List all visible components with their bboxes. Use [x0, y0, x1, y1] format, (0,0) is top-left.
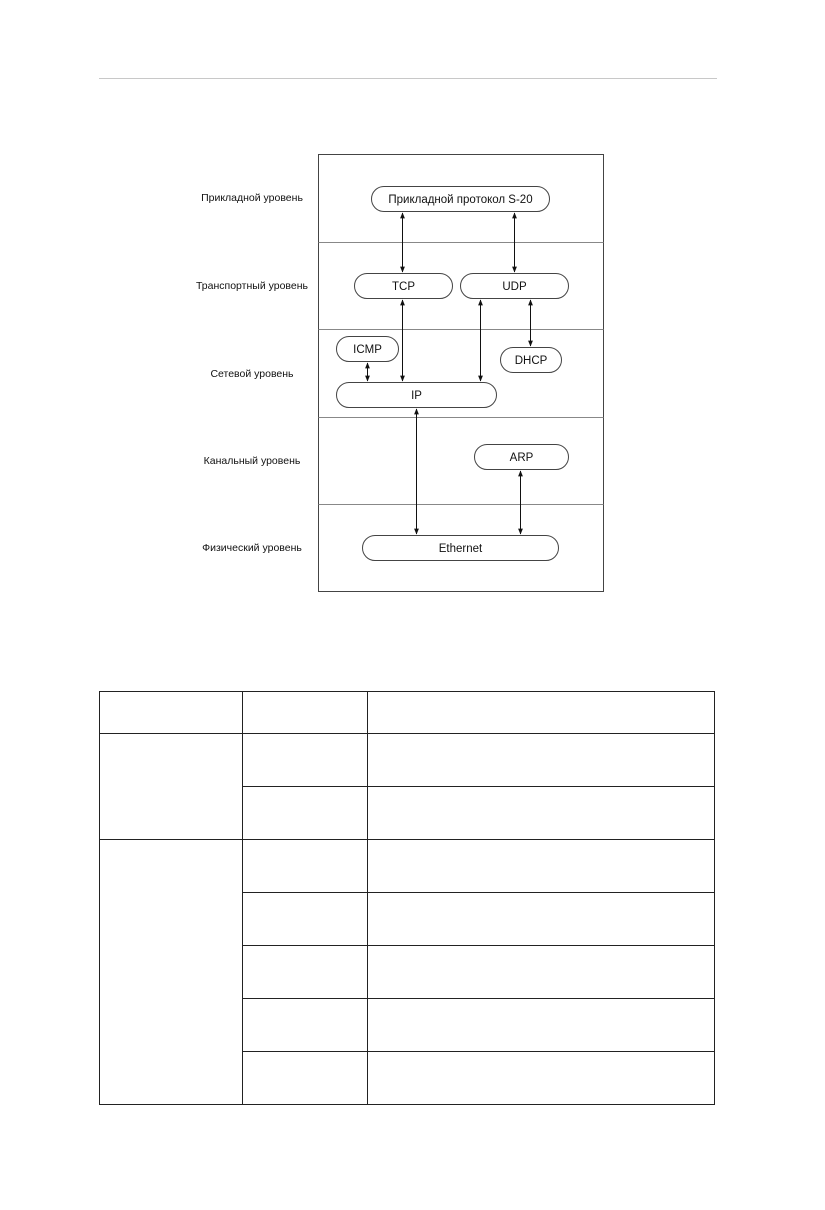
node-tcp: TCP	[354, 273, 453, 299]
node-arp: ARP	[474, 444, 569, 470]
layer-label-application: Прикладной уровень	[201, 192, 303, 204]
node-ip-label: IP	[411, 390, 422, 402]
table-cell	[367, 1051, 715, 1105]
table-group-cell	[99, 733, 243, 840]
table-row	[99, 839, 715, 1105]
table-cell	[367, 998, 715, 1052]
layer-label-link: Канальный уровень	[203, 455, 301, 467]
table-group-cell	[99, 839, 243, 1105]
table-header-cell	[242, 691, 368, 734]
node-ip: IP	[336, 382, 497, 408]
table-row	[99, 733, 715, 840]
page-header-rule	[99, 78, 717, 79]
table-cell	[367, 945, 715, 999]
layer-label-physical: Физический уровень	[202, 542, 302, 554]
layer-label-network: Сетевой уровень	[210, 368, 294, 380]
table-cell	[242, 839, 368, 893]
table-cell	[242, 1051, 368, 1105]
table-cell	[242, 733, 368, 787]
node-app-protocol-label: Прикладной протокол S-20	[388, 194, 532, 206]
table-row	[100, 998, 715, 1052]
table-cell	[367, 892, 715, 946]
node-icmp-label: ICMP	[353, 344, 382, 356]
node-app-protocol: Прикладной протокол S-20	[371, 186, 550, 212]
table-cell	[367, 733, 715, 787]
table-header-row	[99, 691, 715, 734]
table-row	[100, 786, 715, 840]
protocol-stack-diagram: Прикладной протокол S-20 TCP UDP ICMP DH…	[318, 154, 604, 592]
node-udp-label: UDP	[502, 281, 527, 293]
table-cell	[242, 786, 368, 840]
table-cell	[367, 839, 715, 893]
table-row	[100, 945, 715, 999]
node-tcp-label: TCP	[392, 281, 415, 293]
table-header-cell	[367, 691, 715, 734]
node-ethernet-label: Ethernet	[439, 543, 483, 555]
node-dhcp: DHCP	[500, 347, 562, 373]
diagram-frame	[318, 154, 604, 592]
node-udp: UDP	[460, 273, 569, 299]
table-row	[100, 1051, 715, 1105]
node-arp-label: ARP	[510, 452, 534, 464]
node-ethernet: Ethernet	[362, 535, 559, 561]
table-cell	[242, 945, 368, 999]
table-row	[100, 892, 715, 946]
node-icmp: ICMP	[336, 336, 399, 362]
table-cell	[242, 892, 368, 946]
table-cell	[367, 786, 715, 840]
protocol-table	[99, 691, 715, 1105]
table-cell	[242, 998, 368, 1052]
table-header-cell	[99, 691, 243, 734]
layer-label-transport: Транспортный уровень	[195, 280, 308, 292]
node-dhcp-label: DHCP	[515, 355, 548, 367]
